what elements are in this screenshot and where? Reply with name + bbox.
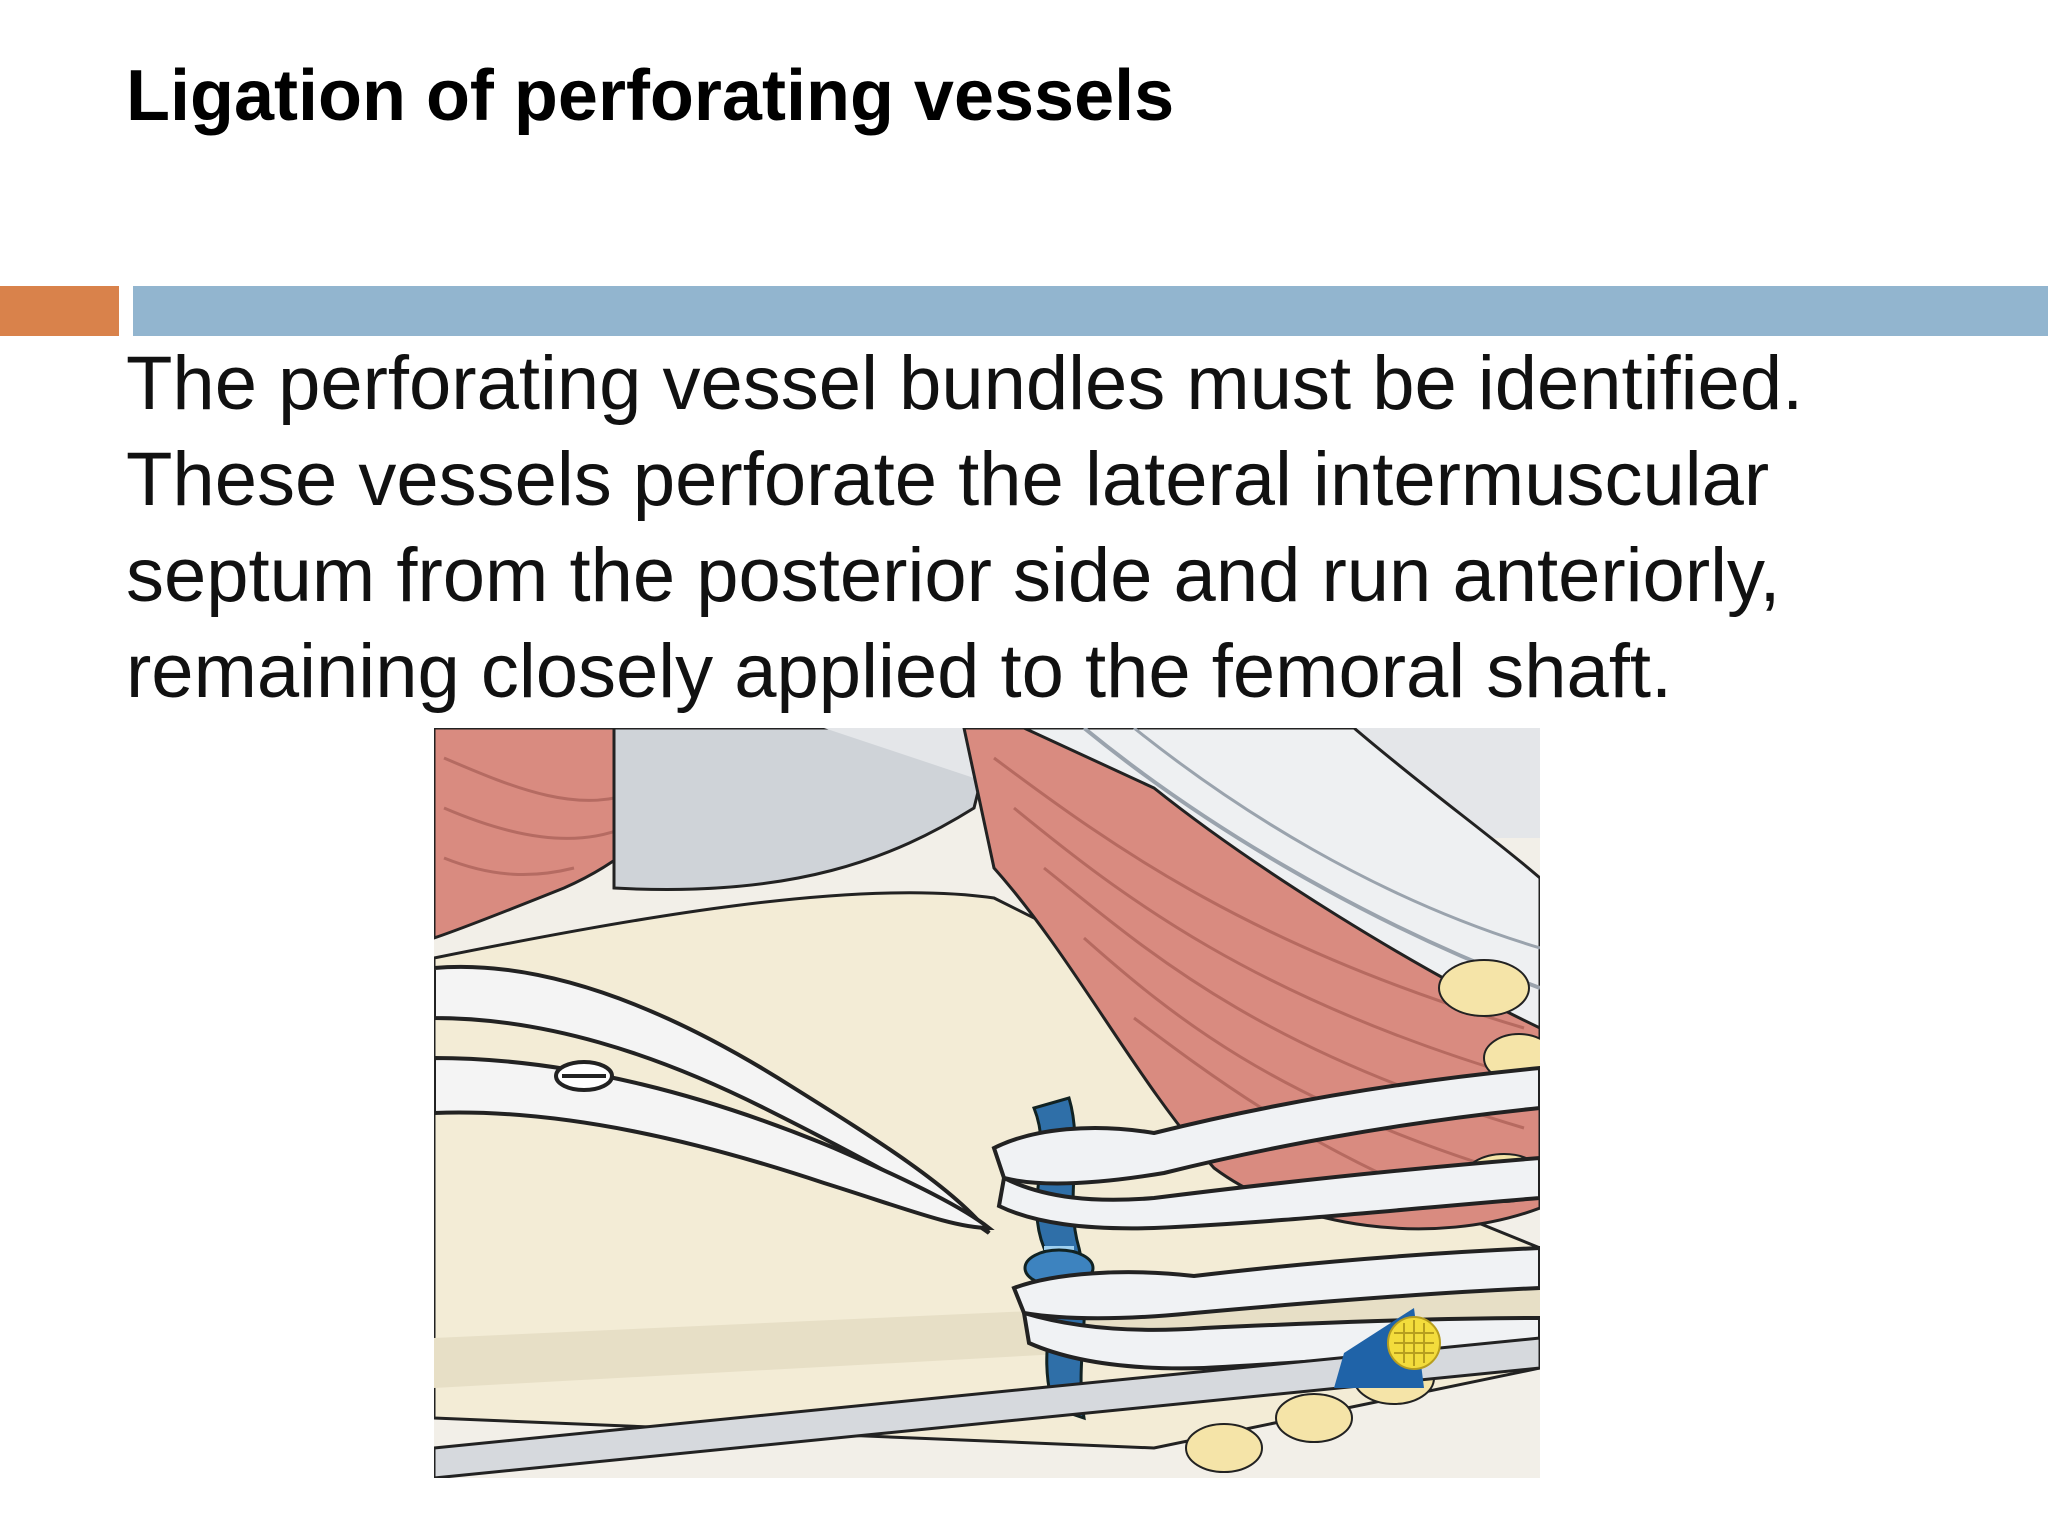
clamp-icon — [991, 1065, 1540, 1231]
body-line-1: The perforating vessel bundles must be i… — [126, 341, 1804, 426]
body-line-3: septum from the posterior side and run a… — [126, 533, 1781, 618]
page-title: Ligation of perforating vessels — [126, 56, 1175, 136]
logo-mark-icon — [1334, 1308, 1441, 1388]
body-line-4: remaining closely applied to the femoral… — [126, 629, 1673, 714]
body-line-2: These vessels perforate the lateral inte… — [126, 437, 1770, 522]
surgical-illustration — [434, 728, 1540, 1478]
accent-bar-orange — [0, 286, 119, 336]
illustration-svg — [434, 728, 1540, 1478]
scissors-icon — [434, 965, 995, 1235]
accent-bar-blue — [133, 286, 2048, 336]
body-text: The perforating vessel bundles must be i… — [126, 336, 2006, 720]
